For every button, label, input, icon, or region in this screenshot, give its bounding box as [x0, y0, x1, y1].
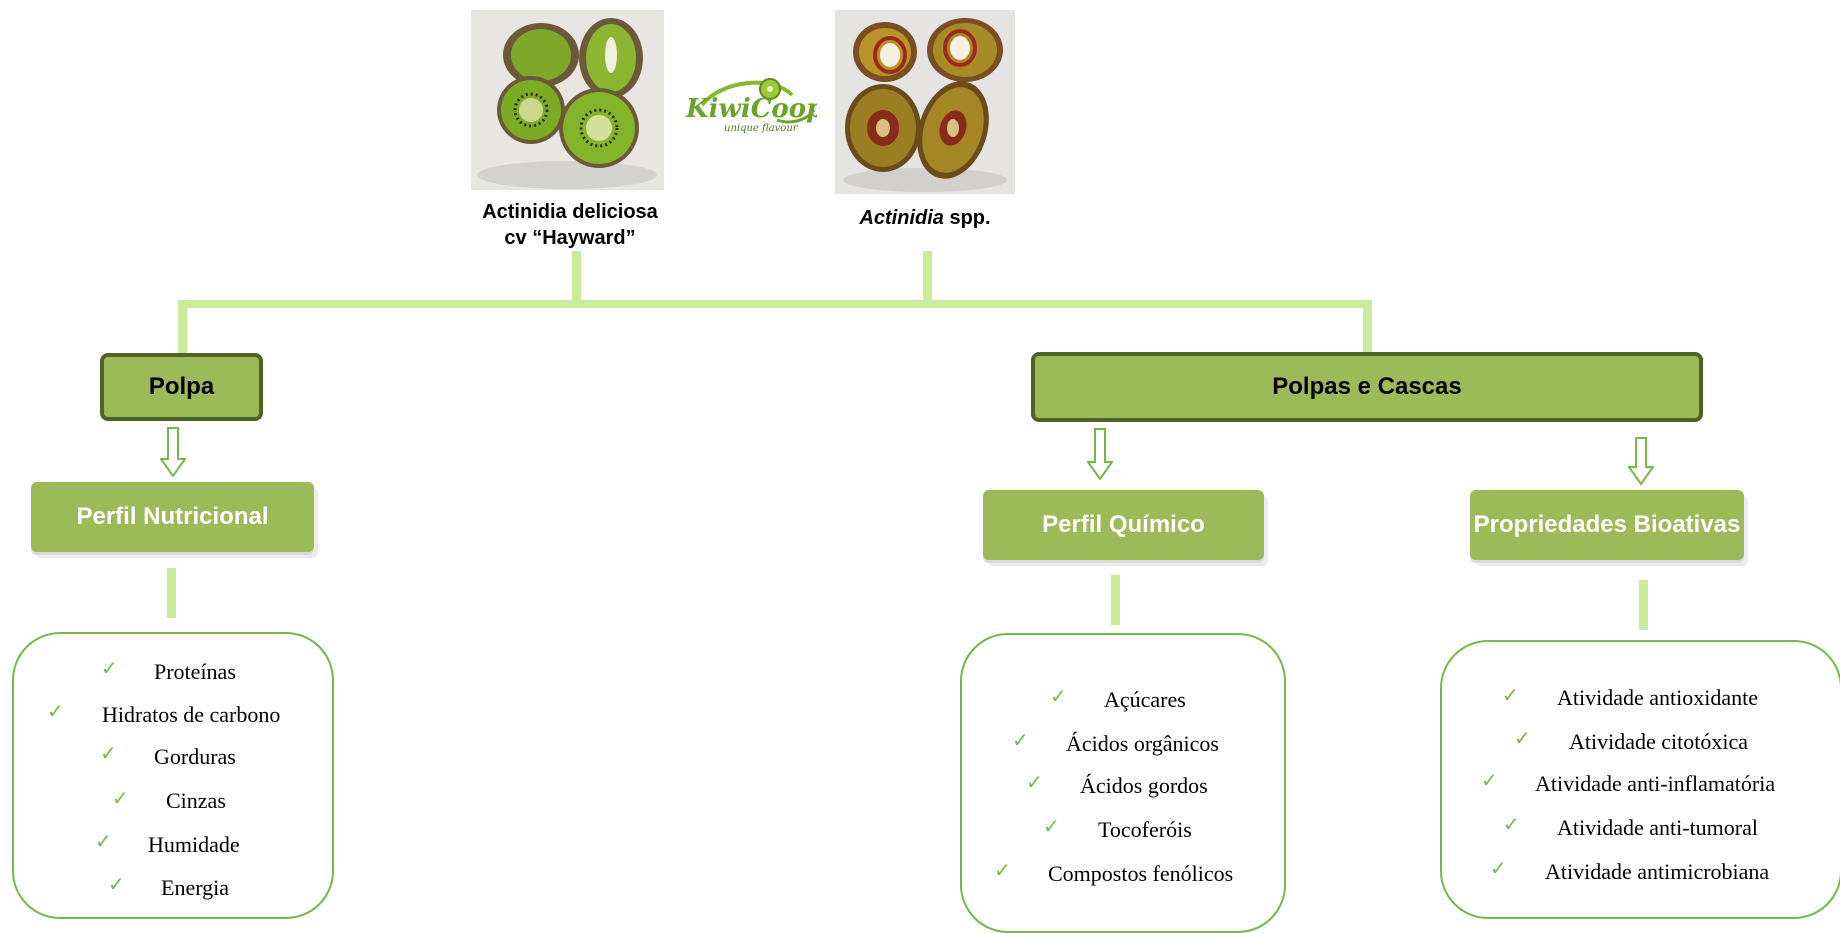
check-icon: ✓: [1043, 814, 1060, 838]
list-item: Proteínas: [154, 659, 236, 684]
nutritional-list-box: [12, 632, 334, 919]
species-name-hayward: Actinidia deliciosa: [482, 201, 658, 223]
polpas-cascas-box: Polpas e Cascas: [1031, 352, 1703, 422]
arrow-down-icon: [1627, 437, 1655, 486]
check-icon: ✓: [1514, 726, 1531, 750]
check-icon: ✓: [112, 786, 129, 810]
connector-to-polpas-cascas: [1363, 300, 1372, 352]
check-icon: ✓: [1050, 684, 1067, 708]
check-icon: ✓: [100, 741, 117, 765]
list-item: Humidade: [148, 832, 240, 857]
connector-from-hayward: [572, 251, 581, 303]
polpa-box: Polpa: [100, 353, 263, 421]
check-icon: ✓: [1012, 728, 1029, 752]
list-item: Açúcares: [1104, 687, 1186, 712]
list-item: Atividade antioxidante: [1557, 685, 1758, 710]
list-item: Tocoferóis: [1098, 817, 1192, 842]
list-item: Gorduras: [154, 744, 236, 769]
check-icon: ✓: [95, 829, 112, 853]
list-item: Ácidos gordos: [1080, 773, 1208, 798]
check-icon: ✓: [1481, 768, 1498, 792]
svg-text:unique flavour: unique flavour: [724, 123, 799, 134]
check-icon: ✓: [1490, 856, 1507, 880]
perfil-nutricional-label: Perfil Nutricional: [76, 503, 269, 530]
chemical-list-box: [960, 633, 1286, 933]
check-icon: ✓: [1503, 812, 1520, 836]
arrow-down-icon: [159, 427, 187, 478]
genus-name: Actinidia: [859, 207, 944, 229]
arrow-down-icon: [1086, 428, 1114, 481]
list-item: Compostos fenólicos: [1048, 861, 1234, 886]
cultivar-name: cv “Hayward”: [504, 227, 636, 249]
perfil-nutricional-box: Perfil Nutricional: [31, 482, 314, 552]
red-kiwi-caption: Actinidia spp.: [835, 205, 1015, 231]
connector-to-nutritional-list: [167, 568, 176, 618]
list-item: Atividade anti-inflamatória: [1535, 771, 1776, 796]
check-icon: ✓: [108, 872, 125, 896]
list-item: Energia: [161, 875, 230, 900]
connector-horizontal: [178, 300, 1372, 308]
perfil-quimico-label: Perfil Químico: [1042, 511, 1205, 538]
list-item: Ácidos orgânicos: [1066, 731, 1219, 756]
list-item: Hidratos de carbono: [102, 702, 281, 727]
check-icon: ✓: [994, 858, 1011, 882]
check-icon: ✓: [1026, 770, 1043, 794]
connector-to-chemical-list: [1111, 575, 1120, 625]
perfil-quimico-box: Perfil Químico: [983, 490, 1264, 560]
list-item: Atividade anti-tumoral: [1557, 815, 1758, 840]
red-kiwi-photo: [835, 10, 1015, 194]
propriedades-bioativas-label: Propriedades Bioativas: [1473, 511, 1741, 538]
kiwicoop-logo: KiwiCoop unique flavour: [682, 75, 824, 137]
list-item: Cinzas: [166, 788, 226, 813]
polpas-cascas-label: Polpas e Cascas: [1272, 373, 1462, 400]
check-icon: ✓: [47, 699, 64, 723]
check-icon: ✓: [1502, 683, 1519, 707]
check-icon: ✓: [101, 656, 118, 680]
connector-to-polpa: [178, 300, 187, 354]
connector-to-bioactive-list: [1639, 580, 1648, 630]
green-kiwi-caption: Actinidia deliciosa cv “Hayward”: [470, 199, 670, 251]
species-suffix: spp.: [943, 207, 991, 229]
green-kiwi-photo: [471, 10, 664, 190]
propriedades-bioativas-box: Propriedades Bioativas: [1470, 490, 1744, 560]
bioactive-list-box: [1440, 640, 1840, 919]
polpa-label: Polpa: [148, 373, 215, 400]
connector-from-spp: [923, 251, 932, 303]
list-item: Atividade antimicrobiana: [1545, 859, 1770, 884]
list-item: Atividade citotóxica: [1569, 729, 1748, 754]
